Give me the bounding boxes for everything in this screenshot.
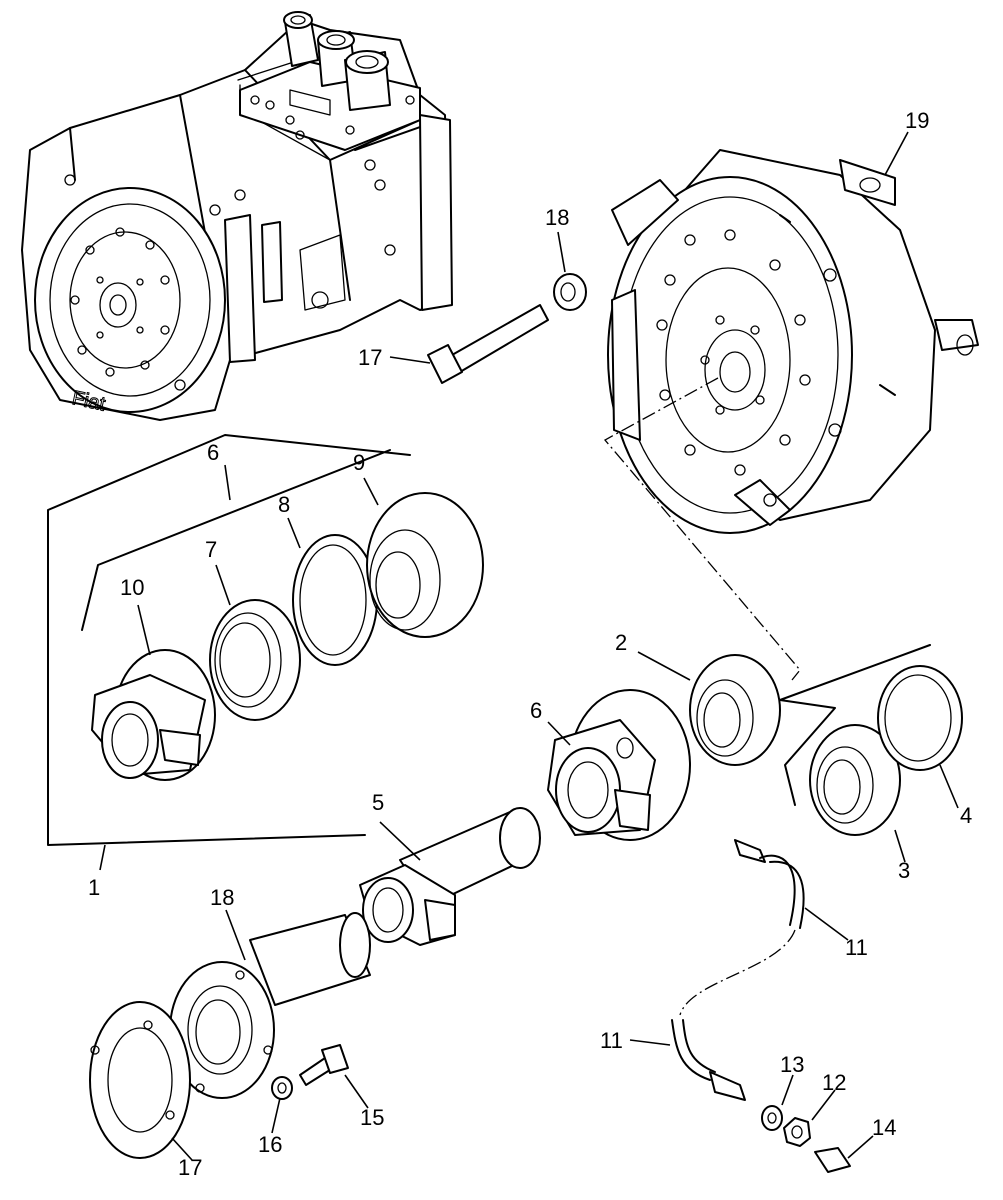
- leader-lines: [99, 131, 959, 1161]
- guide-tube-18: [169, 912, 371, 1099]
- callout-16: 16: [258, 1132, 282, 1157]
- callout-12: 12: [822, 1070, 846, 1095]
- callout-19: 19: [905, 108, 929, 133]
- callout-6-left: 6: [207, 440, 219, 465]
- clutch-assembly: [607, 149, 979, 534]
- washer-13: [761, 1105, 783, 1131]
- callout-13: 13: [780, 1052, 804, 1077]
- callout-11-upper: 11: [845, 935, 868, 960]
- bearing-3: [809, 724, 901, 836]
- sleeve-5: [359, 807, 541, 946]
- callout-18-top: 18: [545, 205, 569, 230]
- bolt-15: [299, 1044, 349, 1086]
- washer-16: [271, 1076, 293, 1100]
- callout-9: 9: [353, 450, 365, 475]
- callout-18-bottom: 18: [210, 885, 234, 910]
- callout-1: 1: [88, 875, 100, 900]
- release-bearing-6: [547, 689, 691, 841]
- ring-4: [877, 665, 963, 771]
- callout-15: 15: [360, 1105, 384, 1130]
- callout-7: 7: [205, 537, 217, 562]
- bearing-7: [209, 599, 301, 721]
- gasket-17: [89, 1001, 191, 1159]
- callout-10: 10: [120, 575, 144, 600]
- callout-6-right: 6: [530, 698, 542, 723]
- callout-11-lower: 11: [600, 1028, 623, 1053]
- centerline: [603, 377, 801, 681]
- hose-11: [671, 839, 805, 1101]
- group-bracket-right: [779, 644, 931, 806]
- lock-washer-18: [553, 273, 587, 311]
- cup-9: [366, 492, 484, 638]
- callout-5: 5: [372, 790, 384, 815]
- callout-14: 14: [872, 1115, 896, 1140]
- nut-12: [783, 1117, 811, 1147]
- bearing-2: [689, 654, 781, 766]
- ring-8: [292, 534, 378, 666]
- gearbox-housing: [21, 11, 453, 421]
- callout-17-top: 17: [358, 345, 382, 370]
- group-1-bracket: [47, 434, 411, 846]
- callout-4: 4: [960, 803, 972, 828]
- callout-2: 2: [615, 630, 627, 655]
- bolt-17: [427, 304, 549, 384]
- callout-3: 3: [898, 858, 910, 883]
- fitting-14: [814, 1147, 851, 1173]
- callout-8: 8: [278, 492, 290, 517]
- callout-17-bottom: 17: [178, 1155, 202, 1180]
- callout-labels: 19 18 17 6 9 8 7 10 2 6 5 1 18 4 3 11 11…: [88, 108, 972, 1180]
- release-bearing-carrier-10: [91, 649, 216, 781]
